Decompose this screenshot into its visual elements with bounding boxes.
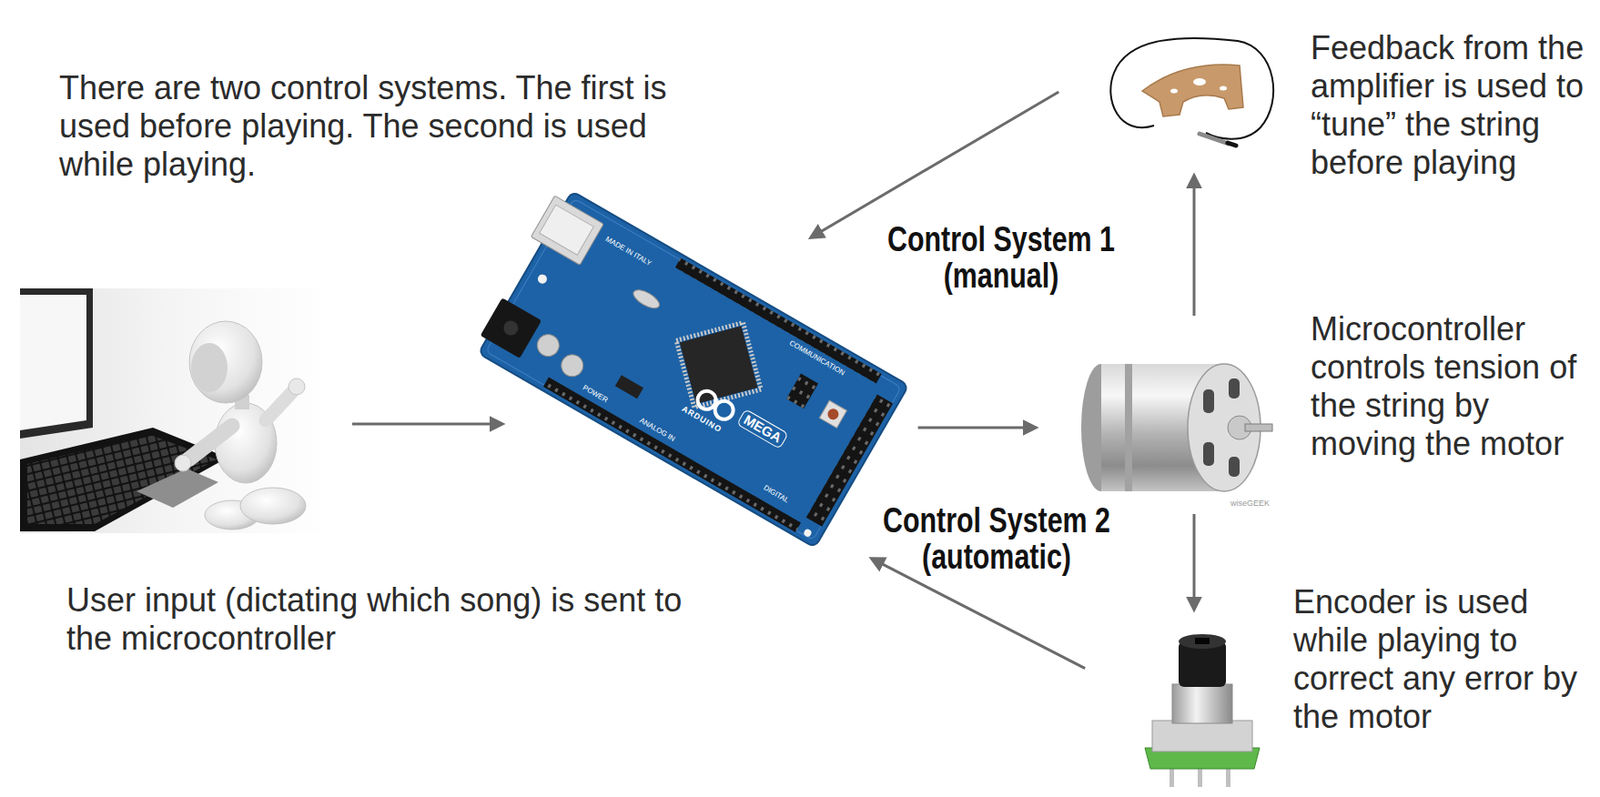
board-outline [486,198,902,541]
mounting-hole [536,273,549,286]
pickup-illustration [1110,38,1274,146]
keyboard [20,427,228,532]
capacitor [533,330,564,361]
rotary-encoder: Encoder is used while playing to correct… [1137,627,1266,789]
encoder-body [1152,720,1253,752]
regulator [615,374,644,399]
motor-illustration [1081,364,1273,492]
touchpad [136,468,219,508]
knob-slot [1194,637,1210,645]
chip-pins [676,323,761,408]
motor-vent [1228,456,1240,477]
silkscreen-text: DIGITAL [760,484,790,507]
monitor-screen [20,294,87,431]
arrow-connector [918,426,1036,430]
encoder-knob-top [1178,634,1226,649]
arrow-connector [352,423,503,426]
arrow-connector [810,91,1059,238]
pickup-bridge: Feedback from the amplifier is used to “… [1105,31,1275,146]
motor-shaft [1245,424,1273,432]
reset-button [825,406,841,422]
board-silkscreen: MADE IN ITALY COMMUNICATION POWER ANALOG IN… [478,191,910,548]
monitor-frame [20,288,93,439]
motor-vent [1228,378,1240,399]
note-text: There are two control systems. The first… [59,69,697,184]
robot-hand [174,455,192,472]
computer-user: User input (dictating which song) is sen… [20,288,332,534]
photo-background [20,288,332,534]
loop-label: Control System 2 (automatic) [876,502,1117,576]
jack-plug [1199,133,1229,144]
motor-vent [1203,442,1215,466]
reset-button [819,400,847,428]
computer-illustration [20,288,332,534]
arrow-connector [871,558,1086,669]
arrow-connector [1193,514,1196,610]
watermark: wiseGEEK [1230,498,1270,509]
bridge-cutout [1193,78,1206,86]
caption-text: Encoder is used while playing to correct… [1293,583,1594,737]
power-jack [480,297,542,359]
crystal [630,286,663,313]
arduino-board-illustration [466,184,909,548]
silkscreen-text: POWER [580,383,609,406]
chip-group [676,323,761,408]
dc-motor: Microcontroller controls tension of the … [1076,344,1276,511]
usb-port [539,204,595,255]
robot-hand [288,378,305,395]
pickup-cable [1110,38,1274,140]
board-logo-text: ARDUINO [679,404,724,436]
encoder-illustration [1144,634,1260,788]
power-jack [500,318,521,339]
pin-header [806,394,893,527]
silkscreen-text: COMMUNICATION [787,338,847,378]
bridge-cutout [1170,89,1178,94]
caption-text: User input (dictating which song) is sen… [66,581,713,659]
arrow-connector [1193,175,1196,316]
motor-vent [1203,389,1215,414]
loop-label: Control System 1 (manual) [881,221,1122,294]
violin-bridge [1142,64,1244,117]
pin-header [543,377,801,533]
encoder-collar [1172,684,1233,724]
jack-plug [1227,142,1236,146]
microcontroller-chip [679,325,759,405]
icsp-header [786,374,819,410]
robot-face [191,343,228,393]
silkscreen-text: ANALOG IN [637,415,677,444]
capacitor [556,350,588,381]
robot-head [189,321,263,404]
circuit-board [478,191,910,548]
caption-text: Feedback from the amplifier is used to “… [1310,29,1586,183]
robot-leg [240,487,306,525]
mounting-hole [802,527,813,538]
usb-port [530,195,604,265]
bridge-cutout [1219,86,1227,92]
silkscreen-text: MADE IN ITALY [603,234,653,269]
board-model-text: MEGA [736,408,790,450]
robot-arm [265,393,292,421]
caption-text: Microcontroller controls tension of the … [1310,310,1593,464]
motor-band [1124,364,1133,492]
robot-arm [188,425,233,460]
arduino-logo [711,397,737,423]
